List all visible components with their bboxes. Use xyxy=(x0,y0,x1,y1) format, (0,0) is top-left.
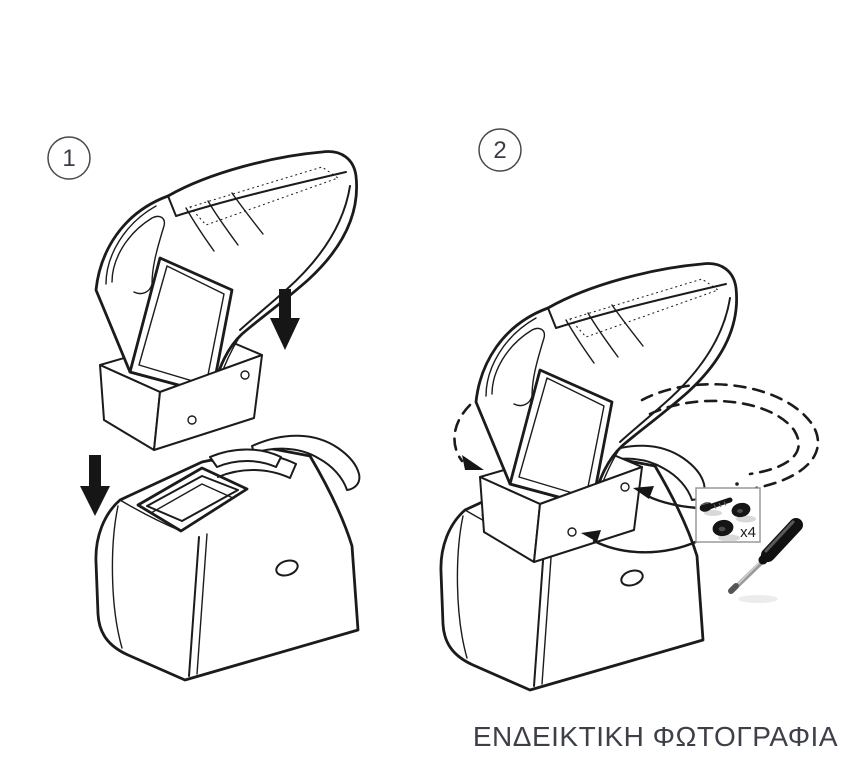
arrowhead-icon xyxy=(581,530,601,542)
console-illustration xyxy=(94,434,361,682)
dashed-guide-arc-right-inner xyxy=(648,399,800,476)
step-1-diagram: 1 xyxy=(47,136,361,682)
dashed-guide-arc-left xyxy=(453,403,472,463)
step-2-diagram: 2 xyxy=(439,128,820,692)
arrowhead-icon xyxy=(462,455,484,470)
cap-icon xyxy=(731,502,751,518)
dashed-guide-arc-right xyxy=(640,382,820,490)
guide-dot xyxy=(735,482,739,486)
screw-icon xyxy=(699,497,733,512)
step-1-badge xyxy=(47,136,91,180)
caption: ΕΝΔΕΙΚΤΙΚΗ ΦΩΤΟΓΡΑΦΙΑ xyxy=(472,721,838,752)
hardware-box: x4 xyxy=(695,487,761,543)
quantity-label: x4 xyxy=(740,524,756,541)
pointer-arrow-line xyxy=(592,539,700,554)
arrowhead-icon xyxy=(633,486,654,499)
step-1-number: 1 xyxy=(62,145,75,172)
down-arrow-icon xyxy=(270,289,300,350)
shadow xyxy=(704,510,722,516)
step-2-badge xyxy=(478,128,522,172)
shadow xyxy=(736,515,756,523)
cap-icon xyxy=(712,519,734,537)
step-2-number: 2 xyxy=(493,137,506,164)
down-arrow-icon xyxy=(80,455,110,516)
screwdriver-icon xyxy=(728,518,803,603)
shadow xyxy=(718,534,740,542)
armrest-illustration xyxy=(94,150,359,452)
